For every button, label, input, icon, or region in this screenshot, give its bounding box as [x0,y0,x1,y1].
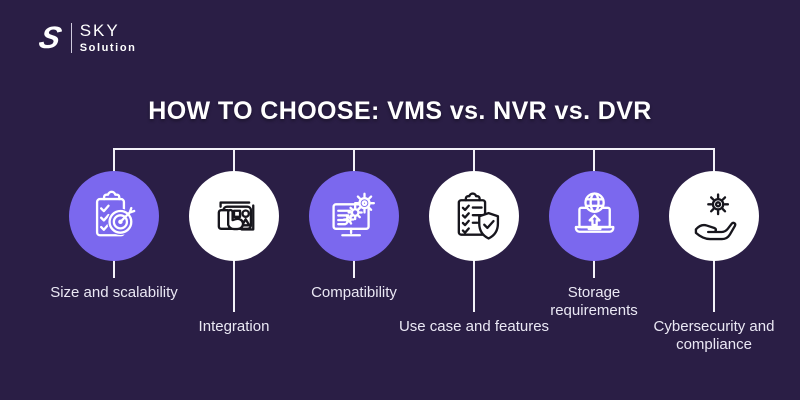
clipboard-checklist-target-icon [95,190,136,237]
sky-solution-logo: S SKY Solution [36,20,137,55]
logo-name-bottom: Solution [79,41,137,54]
step-circle [189,171,279,261]
step-circle [549,171,639,261]
step-label: Storage requirements [550,284,638,319]
monitor-gears-icon [332,192,375,237]
logo-wordmark: SKY Solution [79,21,137,54]
hand-pressing-panel-icon [217,201,255,231]
step-circle [309,171,399,261]
step-label: Size and scalability [50,284,178,301]
step-circle [429,171,519,261]
step-label: Compatibility [311,284,397,301]
sky-logo-monogram-icon: S [35,20,66,56]
logo-name-top: SKY [79,21,120,40]
hand-holding-gear-icon [694,193,737,241]
step-circle [669,171,759,261]
step-label: Integration [198,318,270,335]
comparison-diagram: Size and scalability [0,148,800,400]
laptop-globe-upload-icon [574,192,615,233]
page-title: HOW TO CHOOSE: VMS vs. NVR vs. DVR [148,96,652,125]
checklist-shield-check-icon [457,192,500,240]
logo-divider [70,22,72,53]
step-label: Cybersecurity and compliance [653,318,775,353]
step-circle [69,171,159,261]
step-label: Use case and features [398,318,550,335]
connector-horizontal-line [113,148,715,150]
